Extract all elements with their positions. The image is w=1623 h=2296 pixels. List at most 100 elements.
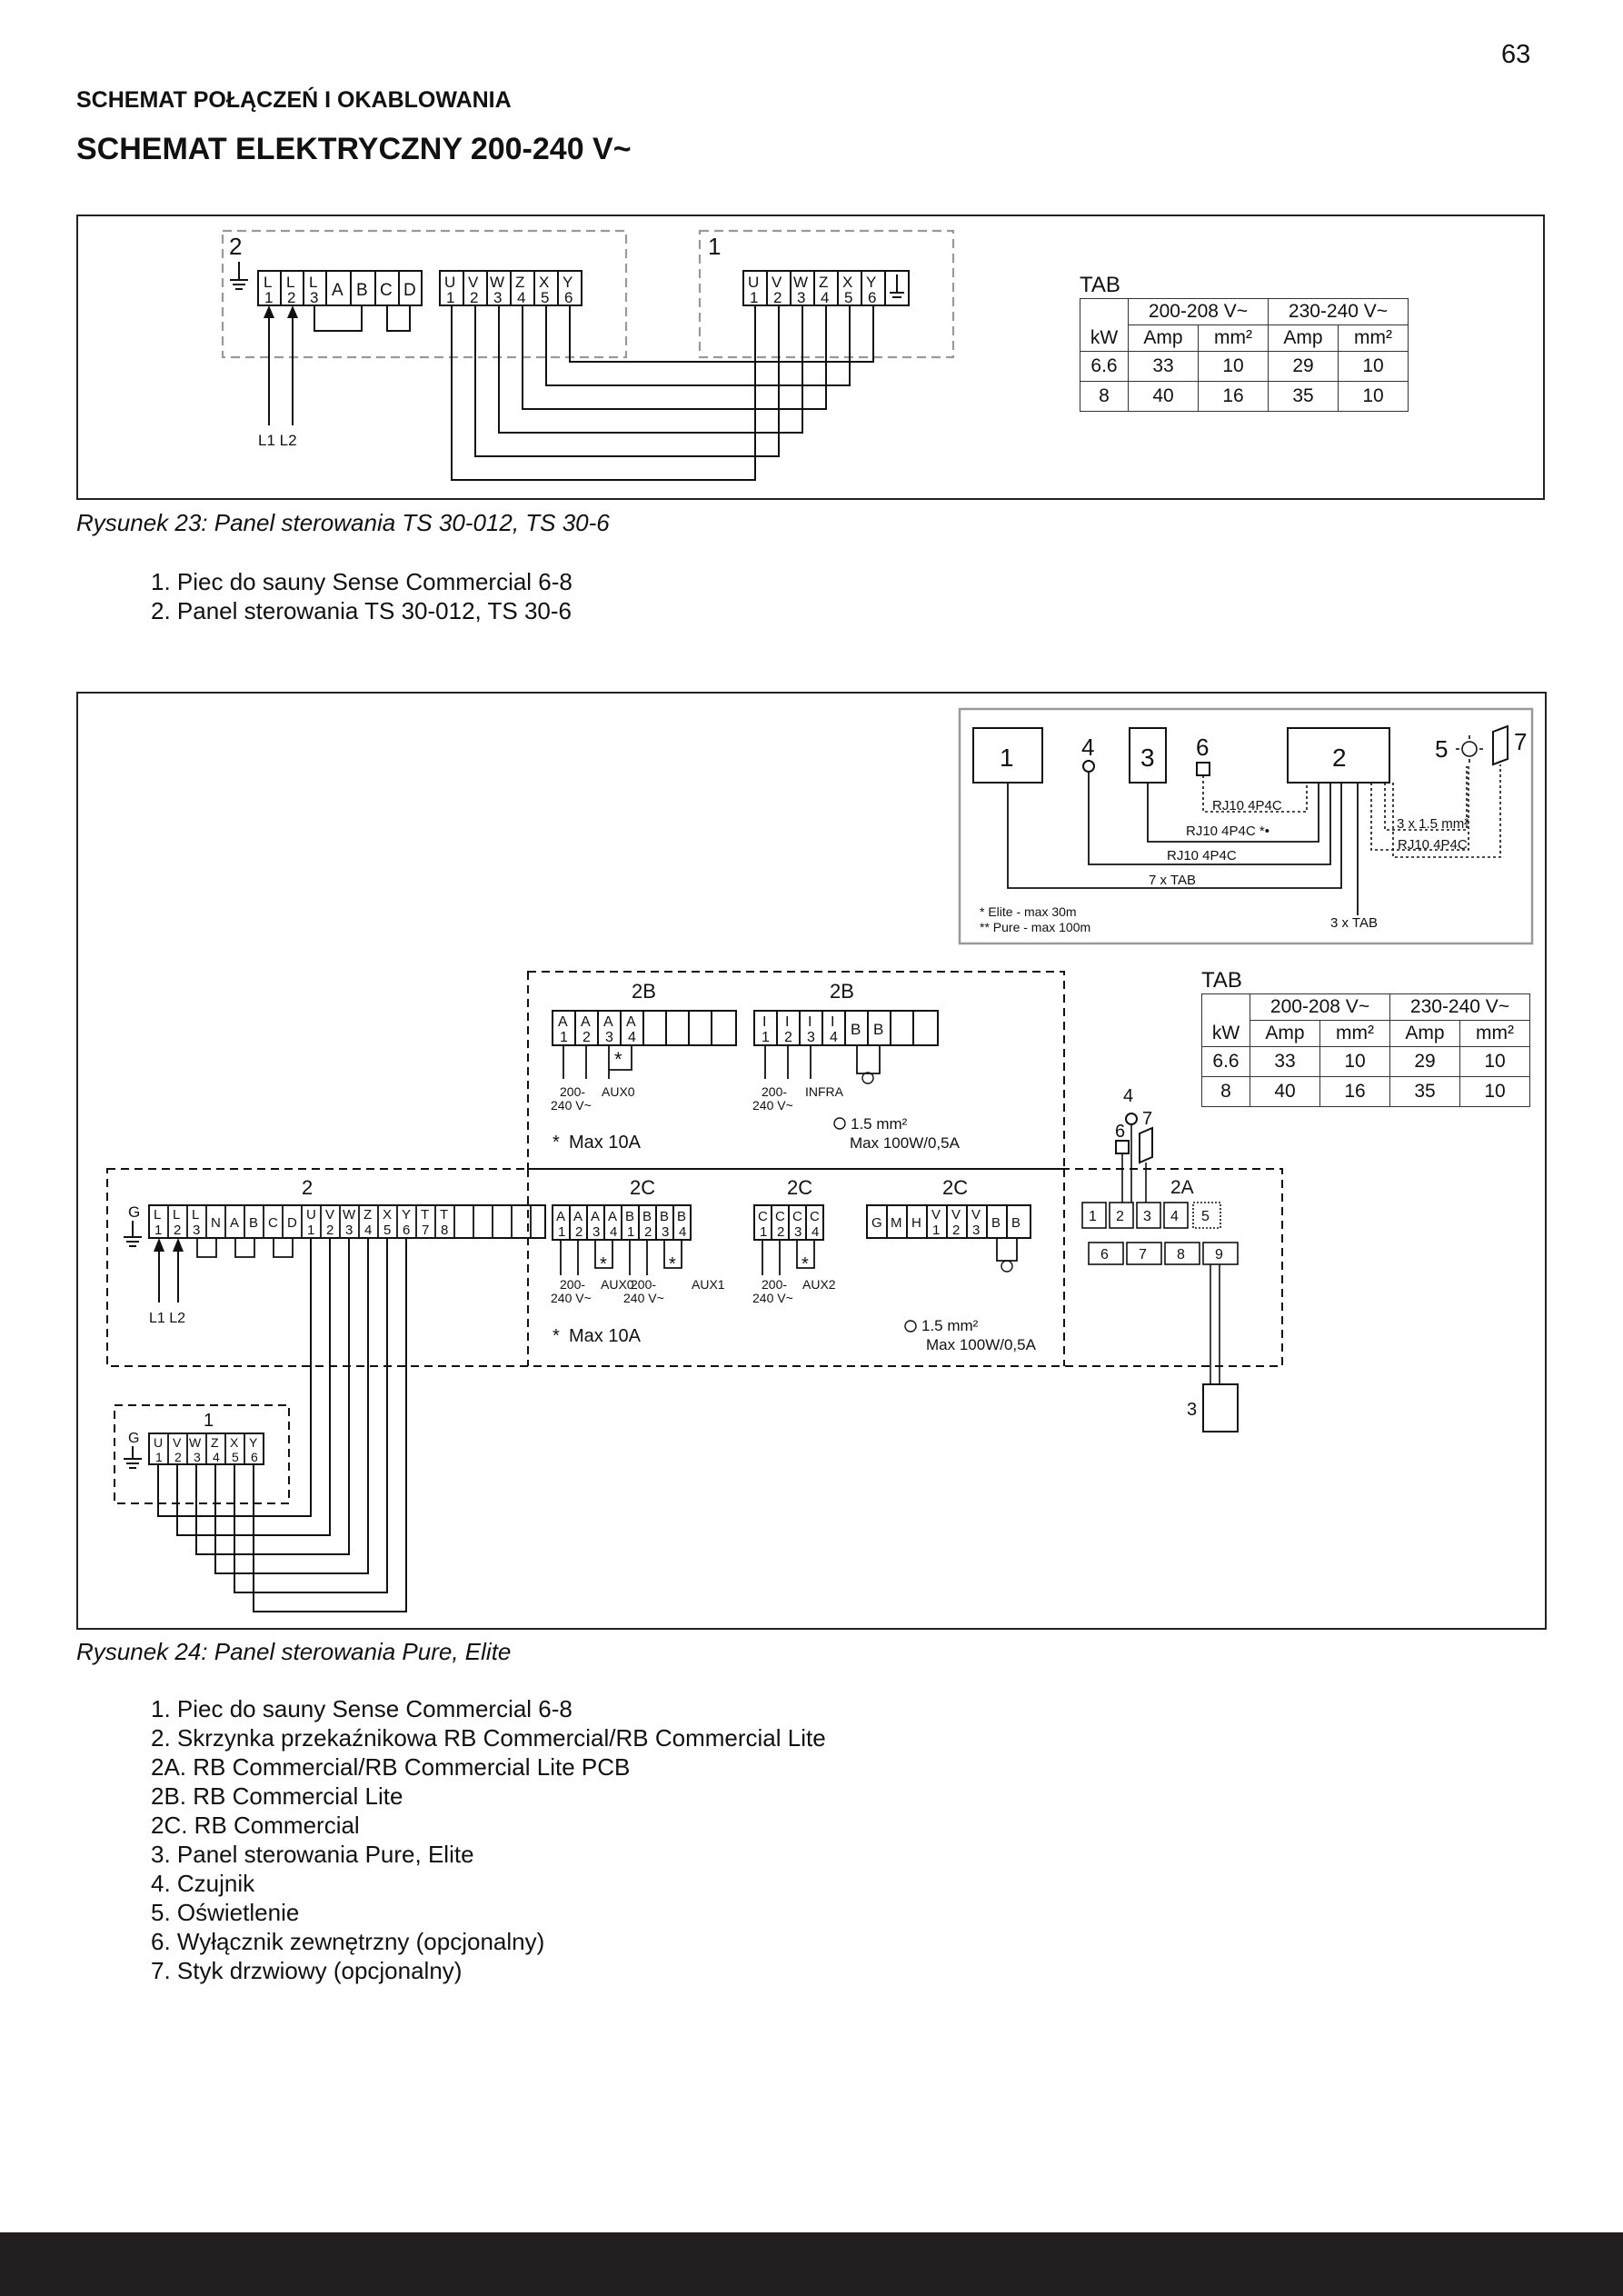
- svg-text:3: 3: [493, 289, 502, 306]
- svg-text:6: 6: [564, 289, 573, 306]
- svg-text:A: A: [573, 1209, 582, 1224]
- svg-text:3: 3: [662, 1224, 669, 1240]
- svg-text:4: 4: [679, 1224, 686, 1240]
- svg-text:M: M: [891, 1215, 902, 1231]
- svg-text:B: B: [851, 1021, 861, 1038]
- svg-text:C: C: [775, 1209, 785, 1224]
- svg-text:Max 100W/0,5A: Max 100W/0,5A: [850, 1134, 961, 1152]
- svg-text:X: X: [230, 1435, 239, 1450]
- svg-text:5: 5: [541, 289, 549, 306]
- svg-text:240 V~: 240 V~: [752, 1098, 793, 1113]
- svg-text:B: B: [1011, 1215, 1021, 1231]
- l1l2-label: L1 L2: [258, 432, 297, 449]
- svg-text:AUX0: AUX0: [601, 1277, 634, 1292]
- svg-text:240 V~: 240 V~: [623, 1291, 664, 1305]
- svg-text:1: 1: [1089, 1209, 1097, 1224]
- svg-text:W: W: [189, 1435, 202, 1450]
- tab-grid: 200-208 V~ 230-240 V~ kW Amp mm² Amp mm²…: [1201, 993, 1530, 1107]
- svg-text:4: 4: [628, 1030, 636, 1045]
- svg-text:2: 2: [575, 1224, 582, 1240]
- svg-text:Y: Y: [249, 1435, 258, 1450]
- svg-text:3: 3: [1187, 1400, 1197, 1420]
- box2-label: 2: [229, 233, 242, 260]
- svg-text:3 x 1.5 mm²: 3 x 1.5 mm²: [1397, 816, 1469, 832]
- footer-bar: [0, 2232, 1623, 2296]
- svg-text:H: H: [911, 1215, 921, 1231]
- box1-label: 1: [708, 233, 721, 260]
- svg-text:4: 4: [610, 1224, 617, 1240]
- svg-text:1: 1: [155, 1450, 163, 1464]
- svg-text:V: V: [325, 1207, 334, 1223]
- svg-text:240 V~: 240 V~: [752, 1291, 793, 1305]
- svg-text:2A: 2A: [1170, 1177, 1194, 1198]
- svg-text:T: T: [421, 1207, 429, 1223]
- svg-text:*: *: [553, 1133, 560, 1153]
- svg-text:3: 3: [1140, 744, 1155, 772]
- svg-text:3: 3: [972, 1223, 980, 1238]
- svg-text:V: V: [931, 1207, 941, 1223]
- svg-text:3: 3: [797, 289, 805, 306]
- figure-23-caption: Rysunek 23: Panel sterowania TS 30-012, …: [76, 509, 610, 536]
- svg-text:*: *: [669, 1254, 676, 1274]
- svg-text:1: 1: [307, 1223, 314, 1238]
- svg-text:1: 1: [204, 1411, 214, 1431]
- svg-text:1.5 mm²: 1.5 mm²: [921, 1317, 979, 1334]
- svg-text:RJ10 4P4C: RJ10 4P4C: [1398, 837, 1468, 853]
- list-item: 2B. RB Commercial Lite: [151, 1782, 403, 1810]
- figure-24-frame: 1 4 3 6 2 5 7 RJ10 4P4C RJ10 4P4C *• RJ1…: [76, 692, 1547, 1630]
- svg-text:200-: 200-: [762, 1277, 787, 1292]
- svg-text:Y: Y: [866, 274, 876, 291]
- svg-text:U: U: [748, 274, 759, 291]
- svg-text:AUX2: AUX2: [802, 1277, 836, 1292]
- svg-text:U: U: [306, 1207, 316, 1223]
- svg-text:Max 10A: Max 10A: [569, 1133, 642, 1153]
- svg-text:1: 1: [750, 289, 758, 306]
- svg-text:4: 4: [1123, 1086, 1133, 1106]
- ground-icon: [230, 262, 248, 290]
- svg-text:D: D: [287, 1215, 297, 1231]
- svg-text:1: 1: [560, 1030, 568, 1045]
- svg-text:2: 2: [773, 289, 782, 306]
- svg-text:A: A: [332, 281, 344, 300]
- svg-text:3: 3: [193, 1223, 200, 1238]
- svg-text:B: B: [249, 1215, 258, 1231]
- terminal-strip-uvw-2: U1 V2 W3 Z4 X5 Y6: [439, 270, 582, 306]
- list-item: 2. Skrzynka przekaźnikowa RB Commercial/…: [151, 1724, 826, 1752]
- svg-text:** Pure - max 100m: ** Pure - max 100m: [980, 920, 1090, 934]
- svg-text:Max 10A: Max 10A: [569, 1326, 642, 1346]
- svg-text:B: B: [677, 1209, 686, 1224]
- list-item: 7. Styk drzwiowy (opcjonalny): [151, 1957, 463, 1984]
- svg-text:2: 2: [784, 1030, 792, 1045]
- svg-text:2B: 2B: [830, 980, 854, 1003]
- svg-text:RJ10 4P4C: RJ10 4P4C: [1212, 798, 1282, 814]
- svg-text:A: A: [556, 1209, 565, 1224]
- svg-text:Y: Y: [402, 1207, 411, 1223]
- list-item: 3. Panel sterowania Pure, Elite: [151, 1841, 474, 1868]
- svg-text:AUX1: AUX1: [692, 1277, 725, 1292]
- svg-text:L: L: [309, 274, 317, 291]
- figure-23-legend: 1. Piec do sauny Sense Commercial 6-8 2.…: [151, 567, 573, 625]
- list-item: 1. Piec do sauny Sense Commercial 6-8: [151, 1695, 573, 1722]
- list-item: 6. Wyłącznik zewnętrzny (opcjonalny): [151, 1928, 545, 1955]
- svg-text:4: 4: [1081, 734, 1094, 761]
- svg-text:B: B: [642, 1209, 652, 1224]
- svg-text:6: 6: [1196, 734, 1209, 761]
- svg-text:7 x TAB: 7 x TAB: [1149, 873, 1196, 888]
- svg-text:D: D: [403, 281, 416, 300]
- svg-text:I: I: [762, 1014, 766, 1030]
- svg-text:1: 1: [446, 289, 454, 306]
- svg-text:V: V: [173, 1435, 182, 1450]
- svg-text:1: 1: [558, 1224, 565, 1240]
- list-item: 2C. RB Commercial: [151, 1812, 360, 1839]
- svg-text:9: 9: [1215, 1247, 1223, 1263]
- svg-text:6: 6: [868, 289, 876, 306]
- tab-table-1: TAB 200-208 V~ 230-240 V~ kW Amp mm² Amp…: [1080, 273, 1409, 412]
- svg-text:B: B: [873, 1021, 883, 1038]
- svg-text:2: 2: [470, 289, 478, 306]
- svg-text:C: C: [810, 1209, 820, 1224]
- svg-text:1: 1: [760, 1224, 767, 1240]
- svg-text:1: 1: [1000, 744, 1014, 772]
- lamp-icon: [861, 1072, 874, 1084]
- tab-grid: 200-208 V~ 230-240 V~ kW Amp mm² Amp mm²…: [1080, 298, 1409, 412]
